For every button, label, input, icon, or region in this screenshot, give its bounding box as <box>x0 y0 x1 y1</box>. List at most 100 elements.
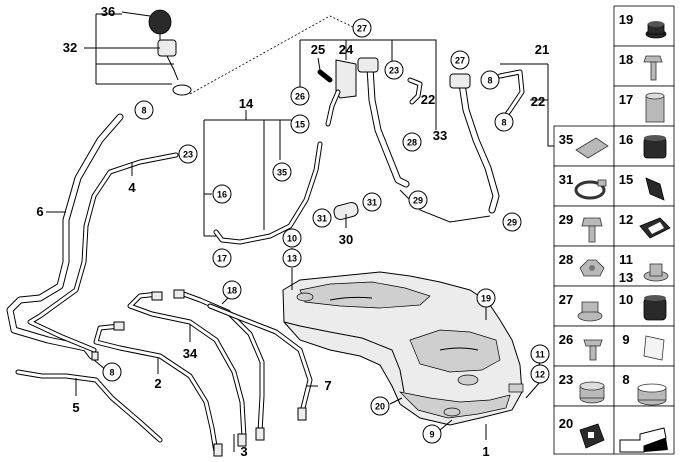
callout-18[interactable]: 18 <box>222 280 242 300</box>
svg-text:27: 27 <box>357 24 367 34</box>
svg-text:20: 20 <box>375 402 385 412</box>
part-10[interactable]: 10 <box>619 292 667 321</box>
svg-text:35: 35 <box>277 168 287 178</box>
svg-text:18: 18 <box>619 52 633 67</box>
label-22: 22 <box>531 94 545 109</box>
part-9[interactable]: 9 <box>622 332 665 361</box>
callout-23[interactable]: 23 <box>384 60 404 80</box>
bolt-icon <box>643 55 663 81</box>
svg-text:9: 9 <box>622 332 629 347</box>
part-35[interactable]: 35 <box>559 132 609 159</box>
callout-16[interactable]: 16 <box>212 184 232 204</box>
callout-11[interactable]: 11 <box>530 344 550 364</box>
fuel-line-34[interactable] <box>127 289 265 441</box>
callout-10[interactable]: 10 <box>282 228 302 248</box>
grommet-icon <box>645 21 667 39</box>
callout-27[interactable]: 27 <box>450 50 470 70</box>
part-23[interactable]: 23 <box>559 372 605 404</box>
callout-9[interactable]: 9 <box>422 424 442 444</box>
part-31[interactable]: 31 <box>559 172 607 200</box>
fuel-line-7[interactable] <box>207 303 313 415</box>
tank-strap[interactable] <box>213 141 323 245</box>
callout-29[interactable]: 29 <box>502 212 522 232</box>
svg-text:26: 26 <box>559 332 573 347</box>
part-12[interactable]: 12 <box>619 212 671 239</box>
label-5: 5 <box>72 400 79 415</box>
callout-8[interactable]: 8 <box>102 362 122 382</box>
callout-29[interactable]: 29 <box>408 190 428 210</box>
svg-text:11: 11 <box>535 350 545 360</box>
part-28[interactable]: 28 <box>559 252 605 277</box>
label-30: 30 <box>339 232 353 247</box>
callout-8[interactable]: 8 <box>134 100 154 120</box>
callout-31[interactable]: 31 <box>362 192 382 212</box>
svg-text:17: 17 <box>619 92 633 107</box>
callout-15[interactable]: 15 <box>290 114 310 134</box>
svg-text:18: 18 <box>227 286 237 296</box>
part-17[interactable]: 17 <box>619 92 665 123</box>
callout-23[interactable]: 23 <box>178 144 198 164</box>
label-24: 24 <box>339 42 354 57</box>
part-26[interactable]: 26 <box>559 332 603 361</box>
fuel-line-2[interactable] <box>93 323 219 455</box>
clamp-icon <box>579 381 605 404</box>
filler-neck[interactable] <box>357 57 491 223</box>
svg-text:8: 8 <box>487 76 492 86</box>
callout-35[interactable]: 35 <box>272 162 292 182</box>
fuel-tank[interactable] <box>282 271 524 426</box>
callout-8[interactable]: 8 <box>494 112 514 132</box>
callout-28[interactable]: 28 <box>402 132 422 152</box>
svg-text:27: 27 <box>559 292 573 307</box>
svg-text:12: 12 <box>535 370 545 380</box>
bracket-labels: 36 32 25 24 21 22 22 33 14 4 6 30 34 2 5… <box>36 4 549 459</box>
filler-neck-21[interactable] <box>449 73 500 214</box>
callout-19[interactable]: 19 <box>476 288 496 308</box>
svg-text:12: 12 <box>619 212 633 227</box>
svg-text:19: 19 <box>481 294 491 304</box>
callout-8[interactable]: 8 <box>480 70 500 90</box>
flange-nut-icon <box>577 301 603 322</box>
callout-27[interactable]: 27 <box>352 18 372 38</box>
svg-text:17: 17 <box>217 254 227 264</box>
part-15[interactable]: 15 <box>619 172 665 201</box>
fuel-line-6[interactable] <box>6 113 124 360</box>
svg-text:23: 23 <box>559 372 573 387</box>
callout-26[interactable]: 26 <box>290 86 310 106</box>
label-7: 7 <box>324 378 331 393</box>
breather-hose[interactable] <box>407 69 525 121</box>
svg-text:16: 16 <box>217 190 227 200</box>
collar-nut-icon <box>643 263 669 282</box>
svg-text:15: 15 <box>619 172 633 187</box>
part-arrow[interactable] <box>619 427 668 453</box>
part-8[interactable]: 8 <box>622 372 667 406</box>
part-29[interactable]: 29 <box>559 212 603 243</box>
label-21: 21 <box>535 42 549 57</box>
callout-17[interactable]: 17 <box>212 248 232 268</box>
part-27[interactable]: 27 <box>559 292 603 322</box>
svg-text:28: 28 <box>407 138 417 148</box>
buffer-icon <box>579 423 605 449</box>
parts-panel: 19 18 17 35 16 31 <box>553 5 675 455</box>
svg-text:10: 10 <box>287 234 297 244</box>
rubber-sleeve[interactable] <box>333 201 360 221</box>
filler-cap-assembly[interactable] <box>121 9 192 96</box>
part-19[interactable]: 19 <box>619 12 667 39</box>
part-18[interactable]: 18 <box>619 52 663 81</box>
expansion-container[interactable] <box>317 59 357 127</box>
part-20[interactable]: 20 <box>559 416 605 449</box>
callout-13[interactable]: 13 <box>282 248 302 268</box>
part-11[interactable]: 11 13 <box>619 252 669 285</box>
callout-20[interactable]: 20 <box>370 396 390 416</box>
part-16[interactable]: 16 <box>619 132 667 159</box>
callout-31[interactable]: 31 <box>312 208 332 228</box>
svg-text:29: 29 <box>507 218 517 228</box>
hose-clamp-icon <box>574 179 607 200</box>
label-34: 34 <box>183 346 198 361</box>
callout-12[interactable]: 12 <box>530 364 550 384</box>
fuel-line-5[interactable] <box>15 369 163 443</box>
fuel-line-4[interactable] <box>27 152 179 353</box>
label-1: 1 <box>482 444 489 459</box>
svg-text:8: 8 <box>501 118 506 128</box>
bracket-icon <box>645 177 665 201</box>
svg-text:8: 8 <box>141 106 146 116</box>
